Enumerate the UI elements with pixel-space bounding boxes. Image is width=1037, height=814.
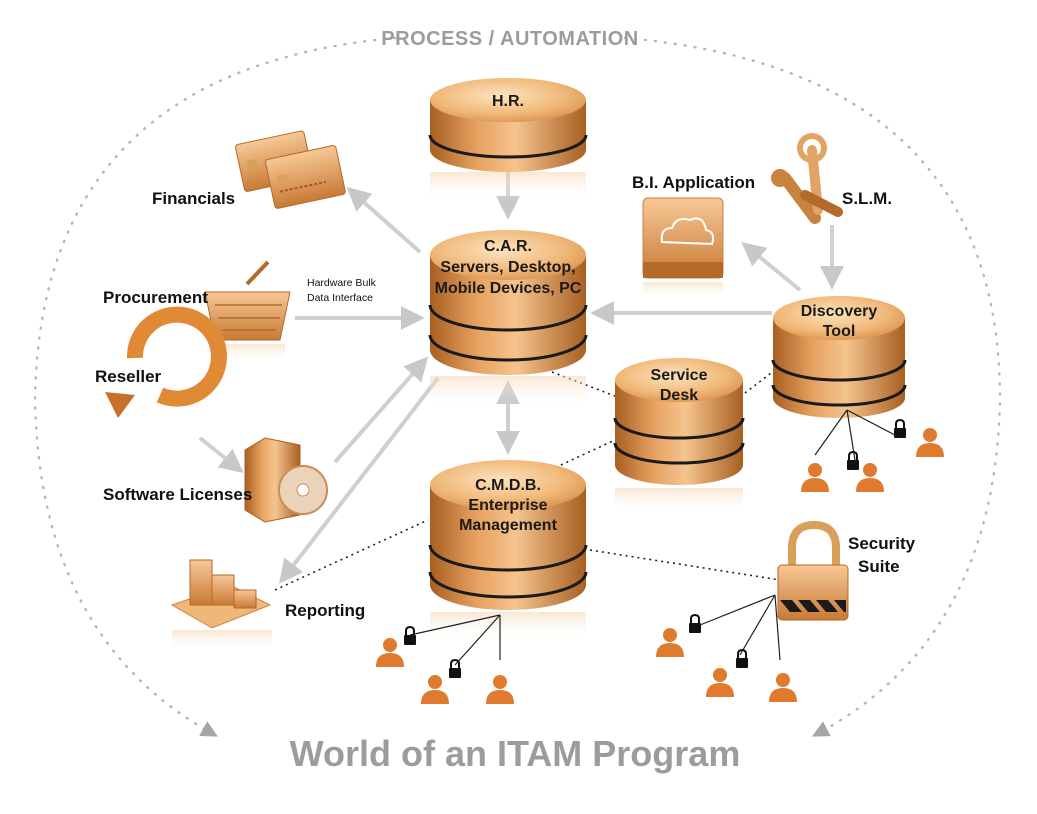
lock-icon xyxy=(893,419,907,439)
bar-chart-icon xyxy=(170,559,272,652)
person-icon xyxy=(706,668,734,697)
bi-application-label: B.I. Application xyxy=(632,173,755,192)
car-label-2: Servers, Desktop, xyxy=(440,259,575,276)
person-icon xyxy=(376,638,404,667)
basket-icon xyxy=(204,260,291,364)
lock-icon xyxy=(846,451,860,471)
car-label-1: C.A.R. xyxy=(484,238,532,255)
person-icon xyxy=(421,675,449,704)
cmdb-database[interactable]: C.M.D.B. Enterprise Management xyxy=(428,460,588,640)
person-icon xyxy=(769,673,797,702)
lock-icon xyxy=(403,626,417,646)
person-icon xyxy=(916,428,944,457)
person-icon xyxy=(856,463,884,492)
padlock-icon xyxy=(777,520,849,621)
hardware-interface-label-1: Hardware Bulk xyxy=(307,277,377,289)
cmdb-label-1: C.M.D.B. xyxy=(475,477,541,494)
cloud-drive-icon xyxy=(642,197,724,300)
car-label-3: Mobile Devices, PC xyxy=(435,280,582,297)
security-users xyxy=(656,594,797,702)
financials-label: Financials xyxy=(152,189,235,208)
lock-icon xyxy=(448,659,462,679)
hr-label: H.R. xyxy=(492,93,524,110)
car-database[interactable]: C.A.R. Servers, Desktop, Mobile Devices,… xyxy=(428,230,588,406)
page-title: World of an ITAM Program xyxy=(290,733,741,774)
person-icon xyxy=(486,675,514,704)
discovery-users xyxy=(801,409,944,492)
process-loop xyxy=(33,36,1002,737)
person-icon xyxy=(801,463,829,492)
cmdb-users xyxy=(376,614,514,704)
circular-arrow-icon xyxy=(105,306,227,418)
discovery-tool-database[interactable]: Discovery Tool xyxy=(771,296,907,418)
slm-label: S.L.M. xyxy=(842,189,892,208)
service-desk-label-2: Desk xyxy=(660,387,698,404)
software-box-icon xyxy=(244,437,328,523)
lock-icon xyxy=(688,614,702,634)
software-licenses-label: Software Licenses xyxy=(103,485,252,504)
service-desk-label-1: Service xyxy=(651,367,708,384)
credit-card-icon xyxy=(235,130,346,209)
connectors xyxy=(198,170,844,584)
reseller-label: Reseller xyxy=(95,367,162,386)
hardware-interface-label-2: Data Interface xyxy=(307,292,373,304)
cmdb-label-2: Enterprise xyxy=(468,497,547,514)
service-desk-database[interactable]: Service Desk xyxy=(613,358,745,513)
cmdb-label-3: Management xyxy=(459,517,557,534)
process-automation-label: PROCESS / AUTOMATION xyxy=(381,28,638,50)
security-suite-label-2: Suite xyxy=(858,557,900,576)
hr-database[interactable]: H.R. xyxy=(428,78,588,202)
reporting-label: Reporting xyxy=(285,601,365,620)
procurement-label: Procurement xyxy=(103,288,208,307)
dotted-links xyxy=(274,369,781,591)
discovery-label-2: Tool xyxy=(823,323,856,340)
security-suite-label-1: Security xyxy=(848,534,916,553)
wrench-icon xyxy=(771,133,843,224)
discovery-label-1: Discovery xyxy=(801,303,878,320)
person-icon xyxy=(656,628,684,657)
